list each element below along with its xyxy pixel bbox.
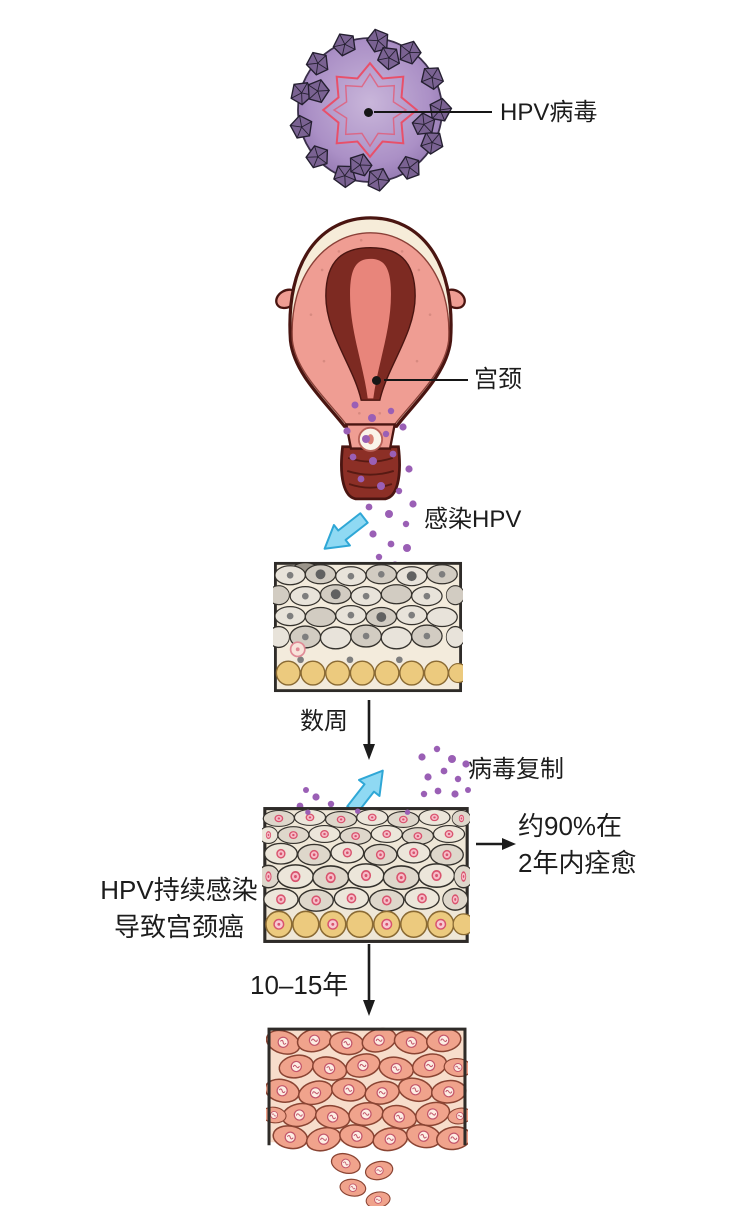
basal-cell-row — [275, 660, 463, 686]
infection-label: 感染HPV — [424, 506, 522, 533]
virus-label: HPV病毒 — [500, 99, 598, 126]
endocervical-canal — [350, 258, 391, 399]
tissue-cervical-cancer — [266, 1026, 468, 1206]
down-arrow-icon-weeks — [363, 700, 375, 760]
heal-note-line1: 约90%在 — [518, 811, 623, 841]
virus-particles-infection — [343, 401, 417, 569]
uterus-texture-dots — [309, 238, 432, 415]
persistent-infection-note: HPV持续感染 导致宫颈癌 — [86, 872, 272, 946]
virus-pointer-dot — [364, 108, 373, 117]
replication-label: 病毒复制 — [468, 756, 564, 783]
right-arrow-icon-heal — [476, 838, 516, 850]
weeks-label: 数周 — [300, 708, 348, 735]
virus-pointer-line — [374, 111, 492, 113]
cancer-block-border — [267, 1027, 467, 1146]
virus-particles-replication — [286, 745, 471, 817]
years-label: 10–15年 — [250, 970, 349, 1000]
cancer-cells — [266, 1026, 468, 1155]
detached-cancer-cells — [328, 1149, 396, 1206]
tissue-normal-epithelium — [273, 561, 463, 693]
cervix-pointer-line — [384, 379, 468, 381]
persistent-note-line1: HPV持续感染 — [100, 875, 258, 905]
infected-basal-row — [265, 910, 470, 939]
virus-dots-on-surface — [305, 808, 411, 815]
koilocyte-cell — [289, 641, 306, 658]
down-arrow-icon-years — [363, 944, 375, 1016]
virus-rna-strand-inner — [332, 72, 408, 148]
tissue-infected-epithelium — [262, 807, 470, 943]
heal-note: 约90%在 2年内痊愈 — [518, 808, 636, 882]
heal-note-line2: 2年内痊愈 — [518, 848, 637, 878]
persistent-note-line2: 导致宫颈癌 — [113, 912, 244, 942]
virus-rna-strand — [321, 61, 419, 159]
cervix-label: 宫颈 — [474, 366, 522, 393]
uterus-cervix-illustration — [275, 216, 466, 501]
cervix-pointer-dot — [372, 376, 381, 385]
